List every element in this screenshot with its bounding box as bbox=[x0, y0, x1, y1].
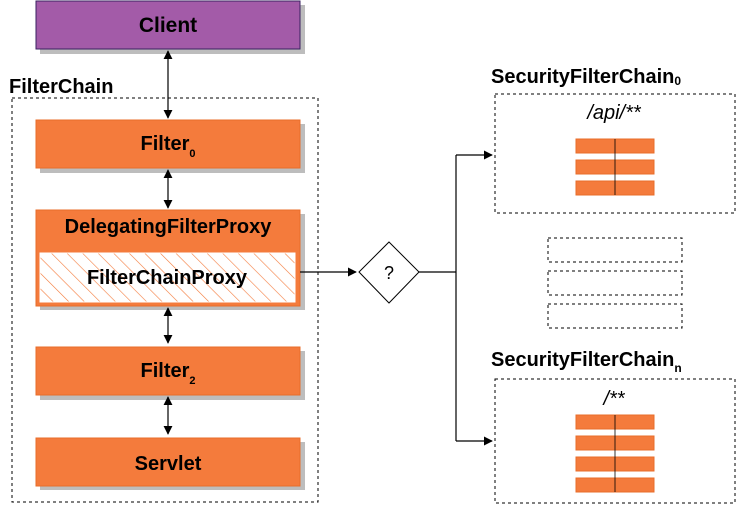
placeholder-chains bbox=[547, 237, 683, 329]
filter-chain-proxy-node: FilterChainProxy bbox=[39, 252, 296, 303]
placeholder-chain-1 bbox=[547, 270, 683, 296]
filter0-label: Filter0 bbox=[140, 133, 195, 160]
security-filter-chain-0-pattern: /api/** bbox=[585, 102, 642, 124]
filter-chain-title: FilterChain bbox=[9, 76, 113, 98]
delegating-filter-proxy-label: DelegatingFilterProxy bbox=[65, 216, 273, 238]
security-filter-chain-0-box bbox=[494, 93, 736, 214]
filter2-node: Filter2 bbox=[35, 346, 305, 400]
client-node: Client bbox=[35, 0, 305, 54]
security-filter-chain-n-box bbox=[494, 378, 736, 504]
decision-label: ? bbox=[384, 263, 394, 283]
filter2-label: Filter2 bbox=[140, 360, 195, 387]
security-filter-chain-n-title: SecurityFilterChainn bbox=[491, 349, 682, 375]
servlet-node: Servlet bbox=[35, 437, 305, 490]
security-filter-chain-0-title: SecurityFilterChain0 bbox=[491, 66, 681, 88]
decision-node: ? bbox=[358, 241, 420, 304]
security-filter-chain-n-filters bbox=[575, 414, 655, 493]
client-label: Client bbox=[139, 14, 197, 37]
filter0-node: Filter0 bbox=[35, 119, 305, 173]
placeholder-chain-2 bbox=[547, 303, 683, 329]
security-filter-chain-n: SecurityFilterChainn /** bbox=[491, 349, 736, 504]
placeholder-chain-0 bbox=[547, 237, 683, 263]
filter-chain-proxy-label: FilterChainProxy bbox=[87, 267, 248, 289]
security-filter-chain-n-pattern: /** bbox=[601, 388, 625, 410]
security-filter-chain-0: SecurityFilterChain0 /api/** bbox=[491, 66, 736, 214]
servlet-label: Servlet bbox=[135, 453, 202, 475]
security-filter-chain-0-filters bbox=[575, 138, 655, 196]
decision-branch-connector bbox=[419, 150, 493, 446]
delegating-filter-proxy-node: DelegatingFilterProxy FilterChainProxy bbox=[35, 209, 305, 310]
